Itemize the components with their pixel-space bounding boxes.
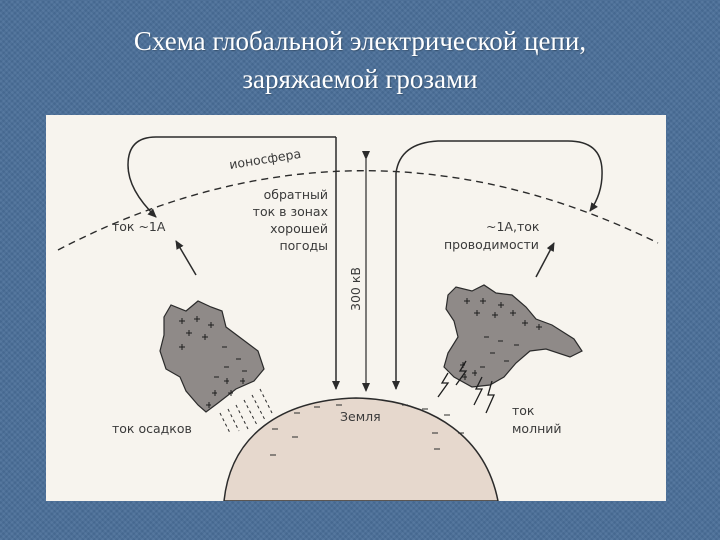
- precipitation-current-label: ток осадков: [112, 421, 192, 436]
- current-left-label: ток ~1А: [112, 219, 166, 234]
- left-thundercloud: [160, 301, 264, 412]
- left-up-arrow: [176, 241, 196, 275]
- lightning-current-line-2: молний: [512, 421, 562, 436]
- current-right-line-1: ~1А,ток: [486, 219, 540, 234]
- slide-title: Схема глобальной электрической цепи, зар…: [0, 22, 720, 98]
- ionosphere-label: ионосфера: [228, 146, 302, 172]
- diagram-svg: ионосфера обратный ток в зонах хорошей п…: [46, 115, 666, 501]
- return-current-line-2: ток в зонах: [253, 204, 328, 219]
- circuit-diagram: ионосфера обратный ток в зонах хорошей п…: [46, 115, 666, 501]
- earth-label: Земля: [340, 409, 381, 424]
- ionosphere-arc: [58, 171, 658, 250]
- return-current-line-1: обратный: [264, 187, 328, 202]
- title-line-1: Схема глобальной электрической цепи,: [0, 22, 720, 60]
- right-thundercloud: [444, 285, 582, 387]
- right-loop-arrow: [396, 141, 602, 211]
- current-right-line-2: проводимости: [444, 237, 539, 252]
- lightning-current-line-1: ток: [512, 403, 535, 418]
- title-line-2: заряжаемой грозами: [0, 60, 720, 98]
- voltage-label: 300 кВ: [348, 267, 363, 311]
- return-current-line-4: погоды: [279, 238, 328, 253]
- return-current-line-3: хорошей: [270, 221, 328, 236]
